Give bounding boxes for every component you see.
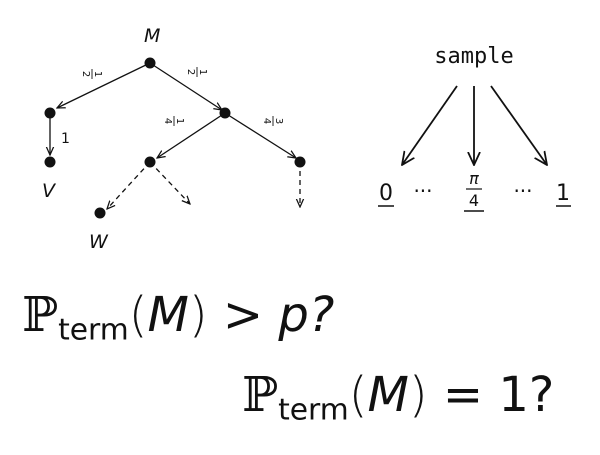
node-left	[44, 107, 56, 119]
edge-label-mid-left: 1 4	[162, 116, 185, 126]
subscript-term: term	[58, 312, 129, 348]
threshold-p: p?	[278, 287, 335, 343]
node-v	[44, 156, 56, 168]
svg-text:4: 4	[261, 118, 272, 124]
node-w	[94, 207, 106, 219]
svg-text:2: 2	[80, 71, 91, 77]
node-mid	[219, 107, 231, 119]
edge-root-left	[57, 62, 151, 108]
formula-termination-equal: ℙterm(M) = 1?	[242, 365, 554, 440]
probability-symbol: ℙ	[22, 287, 59, 343]
value-one: 1?	[498, 367, 555, 423]
edge-mid-right	[224, 112, 296, 158]
label-root: M	[144, 25, 160, 47]
edge-mid-left	[157, 112, 226, 158]
svg-text:3: 3	[273, 118, 284, 124]
program-m: M	[147, 287, 189, 343]
formula-termination-greater: ℙterm(M) > p?	[22, 285, 334, 360]
edge-root-right	[149, 62, 222, 110]
subscript-term: term	[278, 392, 349, 428]
outcome-one: 1	[556, 181, 570, 206]
sample-distribution: sample 0 ··· π 4 ··· 1	[378, 44, 571, 212]
probability-symbol: ℙ	[242, 367, 279, 423]
ellipsis-left: ···	[413, 179, 432, 203]
svg-text:1: 1	[197, 69, 208, 75]
outcome-pi-denominator: 4	[469, 191, 479, 210]
sample-keyword: sample	[434, 44, 513, 69]
svg-text:1: 1	[92, 71, 103, 77]
edge-label-root-right: 1 2	[185, 67, 208, 77]
node-lower-left	[144, 156, 156, 168]
edge-label-root-left: 1 2	[80, 69, 103, 79]
ellipsis-right: ···	[513, 179, 532, 203]
outcome-pi-numerator: π	[469, 169, 479, 188]
label-v: V	[42, 180, 57, 202]
label-w: W	[89, 231, 109, 253]
sample-arrow-left	[402, 85, 458, 165]
svg-text:1: 1	[174, 118, 185, 124]
edge-label-left-down: 1	[61, 131, 70, 147]
svg-text:2: 2	[185, 69, 196, 75]
edge-dashed-right	[149, 161, 190, 204]
relation-equal: =	[442, 367, 484, 423]
edge-dashed-to-w	[107, 161, 151, 209]
open-paren: (	[348, 367, 368, 423]
outcome-zero: 0	[379, 181, 393, 206]
svg-text:4: 4	[162, 118, 173, 124]
edge-label-mid-right: 3 4	[261, 116, 284, 126]
sample-arrow-right	[490, 85, 547, 165]
close-paren: )	[408, 367, 428, 423]
close-paren: )	[188, 287, 208, 343]
program-m: M	[367, 367, 409, 423]
probability-tree: M V W 1 2 1 2 1 1 4 3 4	[42, 25, 306, 253]
node-lower-right	[294, 156, 306, 168]
relation-greater: >	[222, 287, 264, 343]
open-paren: (	[128, 287, 148, 343]
node-root	[144, 57, 156, 69]
